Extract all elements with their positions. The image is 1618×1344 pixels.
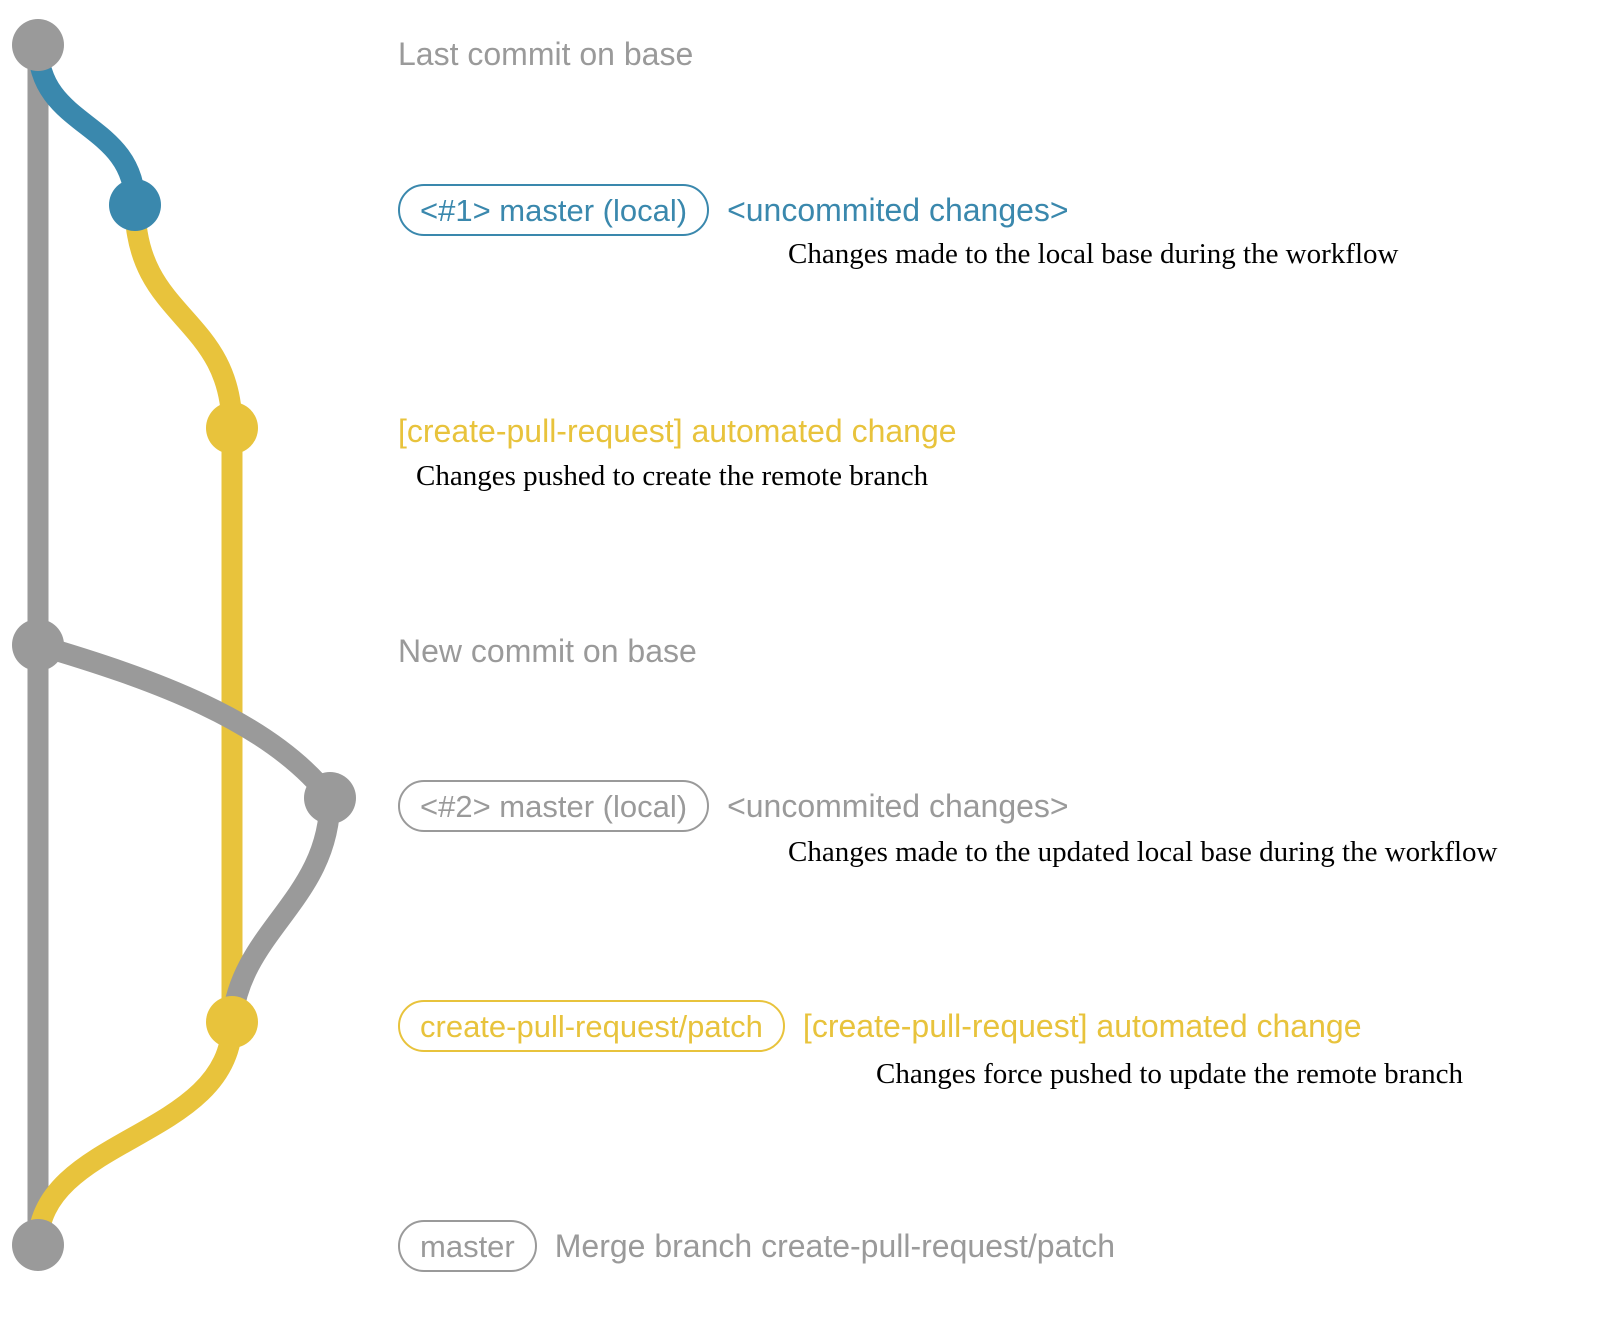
commit-node-patch-2[interactable] [206, 996, 258, 1048]
commit-node-patch-1[interactable] [206, 402, 258, 454]
edge-basenew-to-local2 [27, 634, 341, 809]
commit-node-base-new[interactable] [12, 619, 64, 671]
label-new-commit-on-base: New commit on base [398, 633, 697, 669]
commit-node-local-2[interactable] [304, 772, 356, 824]
commit-subject-patch-1: [create-pull-request] automated change [398, 413, 957, 449]
edge-base-to-local1 [27, 34, 146, 216]
commit-subject-patch-2: [create-pull-request] automated change [802, 1008, 1362, 1044]
caption-local-1: Changes made to the local base during th… [788, 238, 1399, 270]
git-graph [12, 19, 356, 1271]
commit-subject-local-1: <uncommited changes> [727, 192, 1069, 228]
commit-node-local-1[interactable] [109, 179, 161, 231]
edge-patch2-to-merge [27, 1011, 243, 1256]
edge-local1-to-patch1 [124, 194, 243, 439]
commit-subject-local-2: <uncommited changes> [727, 788, 1069, 824]
row-patch-2: create-pull-request/patch [create-pull-r… [398, 1000, 1361, 1052]
edge-local2-to-patch2 [221, 787, 341, 1033]
ref-badge-local-1[interactable]: <#1> master (local) [398, 184, 710, 236]
ref-badge-master[interactable]: master [398, 1220, 537, 1272]
label-last-commit-on-base: Last commit on base [398, 36, 694, 72]
commit-node-base-last[interactable] [12, 19, 64, 71]
commit-subject-merge: Merge branch create-pull-request/patch [554, 1228, 1116, 1264]
ref-badge-patch-2[interactable]: create-pull-request/patch [398, 1000, 785, 1052]
row-merge: master Merge branch create-pull-request/… [398, 1220, 1115, 1272]
caption-patch-1: Changes pushed to create the remote bran… [416, 460, 929, 492]
commit-node-merge[interactable] [12, 1219, 64, 1271]
row-local-2: <#2> master (local) <uncommited changes> [398, 780, 1069, 832]
caption-patch-2: Changes force pushed to update the remot… [876, 1058, 1464, 1090]
ref-badge-local-2[interactable]: <#2> master (local) [398, 780, 710, 832]
caption-local-2: Changes made to the updated local base d… [788, 836, 1498, 868]
row-local-1: <#1> master (local) <uncommited changes> [398, 184, 1069, 236]
